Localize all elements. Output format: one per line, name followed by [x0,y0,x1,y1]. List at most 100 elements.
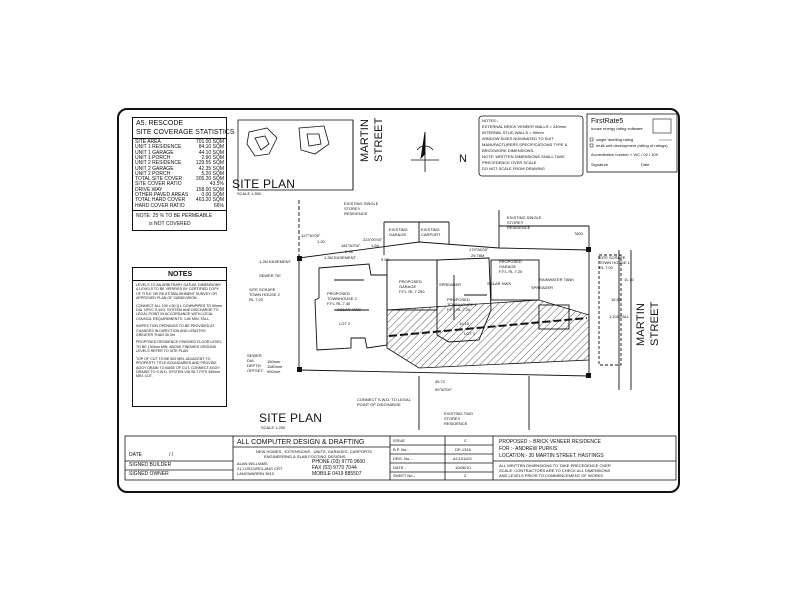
rescode-row-label: UNIT 2 GARAGE [135,165,174,172]
plan-label-dim-3: 1.54 [371,243,379,248]
north-label: N [459,153,468,165]
note-item: INSPECTION OPENINGS TO BE PROVIDED AT CH… [136,324,215,338]
rescode-row-value: 305.20 SQM [195,176,224,183]
firstrate-accreditation: Accreditation number > VIC / 02 / 109 [591,152,658,157]
rescode-heading: A5. RESCODE [136,120,184,127]
construction-note-line: DO NOT SCALE FROM DRAWING [482,166,545,171]
firstrate-signature: Signature [591,162,609,167]
rescode-row-value: 463.20 SQM [195,197,224,204]
signed-builder: SIGNED BUILDER [129,462,172,468]
plan-label-garage-1: GARAGE [499,264,517,269]
contact-name: ALAN WILLIAMS [237,461,268,466]
construction-note-line: BRICKWORK DIMENSIONS. [482,148,535,153]
rescode-row-label: TOTAL SITE COVER [135,176,183,183]
plan-label-bearing-3: 224°00'00" [363,237,383,242]
contact-address: 21 LOSCURCLANG CRT [237,466,283,471]
plan-label-discharge: CONNECT S.W.D. TO LEGAL [357,397,411,402]
rescode-row-value: 158.00 SQM [195,186,224,193]
rescode-row-label: SITE AREA [135,139,161,145]
street-label-right-1: MARTIN [635,302,647,346]
plan-label-site-scrape-2: SITE SCRAPE [249,287,276,292]
rescode-row-label: DRIVE WAY [135,186,163,193]
plan-label-spreader-2: SPREADER [531,285,554,290]
firstrate-date: Date [641,162,650,167]
plan-label-sewer-vals: 900mm [267,369,281,374]
title-date-value: / / [169,452,174,458]
plan-label-existing-bottom: STOREY [444,416,461,421]
plan-label-rain-tank: RAINWATER TANK [539,277,574,282]
plan-label-sewer: SEWER [247,353,262,358]
plan-label-bearing-1: 127°30'00" [301,233,321,238]
street-label-top-2: STREET [373,117,385,162]
plan-label-bearing-5: 90°00'00" [435,387,453,392]
plan-label-dim-10: 7800 [574,231,583,236]
disclaimer-3: AND LEVELS PRIOR TO COMMENCEMENT OF WORK… [499,473,604,478]
plan-label-dim-2: 2.78 [345,249,353,254]
signed-owner: SIGNED OWNER [129,471,169,477]
rescode-row-value: 66% [213,202,224,209]
plan-label-townhouse-1: PROPOSED [447,297,470,302]
plan-label-existing-garage: GARAGE [389,232,407,237]
plan-label-sewer: DIA. [247,358,255,363]
plan-label-spreader-1: SPREADER [439,282,462,287]
plan-label-fall: 1:100 FALL [609,314,630,319]
plan-label-existing-garage: EXISTING [389,227,408,232]
plan-label-site-scrape-2: RL 7.20 [249,297,263,302]
plan-label-solar-2: SOLAR HWS [487,281,512,286]
site-plan-title: SITE PLAN [232,177,296,191]
rescode-row: DRIVE WAY 158.00 SQM [135,186,224,193]
scale-label: SCALE 1:500 [237,191,262,196]
company-services-2: ENGINEERING & SLAB FOOTING DESIGNS [264,454,346,459]
construction-note-line: MANUFACTURERS SPECIFICATIONS TYPE & [482,142,568,147]
rescode-row-label: UNIT 2 RESIDENCE [135,160,182,167]
rescode-row-value: 84.10 SQM [198,144,224,151]
rescode-row-value: 129.55 SQM [195,160,224,167]
rescode-row-label: UNIT 2 PORCH [135,170,171,177]
plan-label-dim-6: 10.15 [459,321,470,326]
plan-label-sewer: OFFSET: [247,368,264,373]
date2-label: DATE.- [393,465,406,470]
plan-label-dim-1: 1.20 [317,239,325,244]
rescode-subheading: SITE COVERAGE STATISTICS [136,129,235,136]
plan-label-site-scrape-1: TOWN HOUSE 1 [599,260,630,265]
permeable-note-2: is NOT COVERED [149,221,191,227]
plan-label-sewer: DEPTH: [247,363,262,368]
plan-label-dim-8: 11.70 [624,277,634,282]
plan-label-proposed-garage-2: PROPOSED [399,279,422,284]
plan-drawing [124,113,678,481]
phone: PHONE (03) 9770 9600 [312,459,366,465]
company-services-1: NEW HOMES , EXTENSIONS , UNITS, GARAGES,… [256,449,372,454]
construction-note-line: INTERNAL STUD WALLS = 90mm [482,130,544,135]
site-plan-title-2: SITE PLAN [259,411,323,425]
rescode-row: TOTAL SITE COVER 305.20 SQM [135,177,224,182]
plan-label-proposed-garage-2: F.F.L RL 7.250 [399,289,425,294]
street-label-top-1: MARTIN [359,118,371,162]
plan-label-sewer-vals: 1180mm [267,364,283,369]
construction-note-line: WINDOW SIZES NOMINATED TO SUIT [482,136,554,141]
permeable-note: NOTE: 25 % TO BE PERMEABLE [136,213,213,219]
plan-label-sewer-tie: SEWER TIE [259,273,281,278]
construction-note-line: NOTE: WRITTEN DIMENSIONS SHALL TAKE [482,154,565,159]
disclaimer-1: ALL WRITTEN DIMENSIONS TO TAKE PRECEDENC… [499,463,611,468]
issue-label: ISSUE [393,438,406,443]
plan-label-existing-carport: EXISTING [421,227,440,232]
construction-note-line: EXTERNAL BRICK VENEER WALLS = 240mm [482,124,567,129]
plan-label-bearing-2: 181°50'00" [341,243,361,248]
construction-note-line: NOTES:- [482,118,499,123]
rescode-row: UNIT 2 RESIDENCE 129.55 SQM [135,161,224,166]
rescode-row-label: HARD COVER RATIO [135,202,185,209]
project-client: FOR :- ANDREW PURKIS [499,446,558,452]
firstrate-title: FirstRate5 [591,118,624,125]
plan-label-dim-9: 16.50 [611,297,622,302]
plan-label-townhouse-2: PROPOSED [327,291,350,296]
plan-label-garage-1: F.F.L RL 7.20 [499,269,523,274]
plan-label-existing-top-left: EXISTING SINGLE [344,201,379,206]
plan-label-townhouse-2: TOWNHOUSE 2 [327,296,357,301]
rescode-row-label: TOTAL HARD COVER [135,197,186,204]
company-name: ALL COMPUTER DESIGN & DRAFTING [237,439,365,446]
note-item: PROPOSED RESIDENCE FINISHED FLOOR LEVEL … [136,340,222,354]
